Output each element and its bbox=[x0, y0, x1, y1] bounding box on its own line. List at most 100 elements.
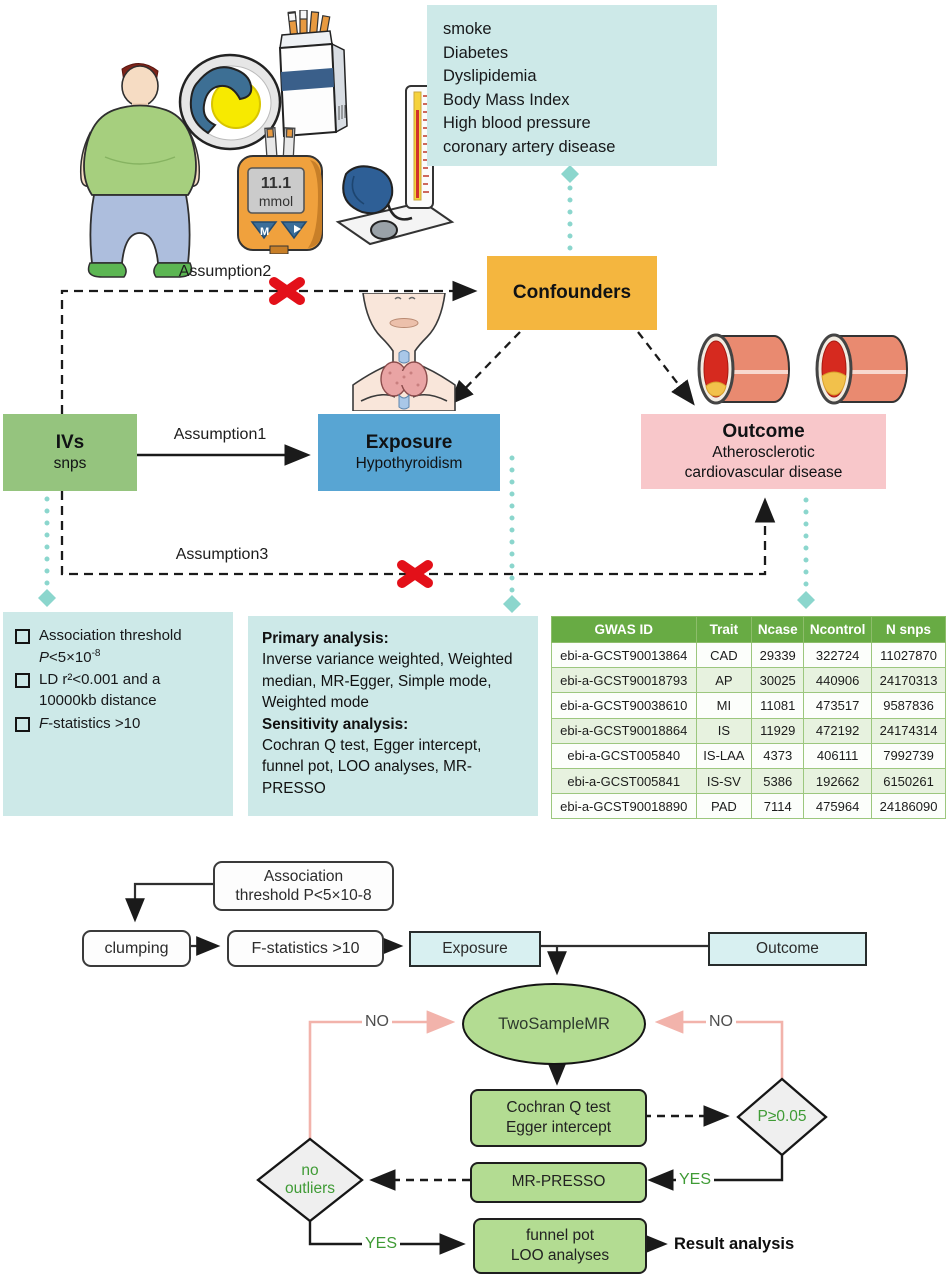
thyroid-neck-illustration bbox=[352, 293, 456, 411]
outliers-diamond-label: no outliers bbox=[262, 1160, 358, 1200]
cell-gwas-id: ebi-a-GCST90018793 bbox=[551, 667, 697, 694]
funnel-node: funnel pot LOO analyses bbox=[473, 1218, 647, 1274]
cell-nsnps: 24186090 bbox=[871, 793, 946, 820]
p-diamond-label: P≥0.05 bbox=[738, 1097, 826, 1137]
cell-ncontrol: 475964 bbox=[803, 793, 873, 820]
cell-trait: IS bbox=[695, 717, 753, 744]
yes-label-left: YES bbox=[362, 1232, 401, 1256]
cell-trait: IS-LAA bbox=[695, 742, 753, 769]
col-header-ncontrol: Ncontrol bbox=[803, 616, 873, 643]
cell-nsnps: 7992739 bbox=[871, 742, 946, 769]
diamond-cap-2 bbox=[38, 589, 56, 607]
cell-gwas-id: ebi-a-GCST005841 bbox=[551, 767, 697, 795]
cell-ncase: 30025 bbox=[751, 667, 805, 694]
glucometer-reading: 11.1 bbox=[261, 175, 291, 192]
cell-nsnps: 11027870 bbox=[871, 641, 946, 669]
funnel-line2: LOO analyses bbox=[510, 1247, 610, 1264]
arrow-confounders-to-outcome bbox=[637, 331, 695, 406]
mrpresso-label: MR-PRESSO bbox=[511, 1173, 606, 1191]
exposure-flow-node: Exposure bbox=[409, 931, 541, 967]
glucose-meter-illustration: 11.1 mmol M bbox=[237, 126, 323, 254]
confounders-node: Confounders bbox=[487, 256, 657, 330]
outcome-flow-node: Outcome bbox=[708, 932, 867, 966]
confounder-item: Diabetes bbox=[443, 43, 509, 62]
criteria-item-1: Association threshold P<5×10-8 bbox=[15, 626, 221, 668]
diamond-cap-3 bbox=[503, 595, 521, 613]
cell-trait: CAD bbox=[695, 641, 753, 669]
cell-nsnps: 24170313 bbox=[871, 667, 946, 694]
fstat-node: F-statistics >10 bbox=[227, 930, 384, 967]
cell-gwas-id: ebi-a-GCST90018864 bbox=[551, 717, 697, 744]
ivs-sub: snps bbox=[53, 454, 87, 472]
criteria-3-f: F bbox=[39, 714, 49, 732]
cell-nsnps: 9587836 bbox=[871, 692, 946, 719]
confounder-item: coronary artery disease bbox=[443, 137, 616, 156]
cochran-line1: Cochran Q test bbox=[506, 1098, 611, 1116]
no-label-right: NO bbox=[706, 1010, 736, 1034]
col-header-nsnps: N snps bbox=[871, 616, 946, 643]
pink-line-outliers-no bbox=[308, 1010, 456, 1139]
criteria-2-line2: 10000kb distance bbox=[39, 692, 157, 710]
cell-ncase: 11081 bbox=[751, 692, 805, 719]
assoc-line2: threshold P<5×10-8 bbox=[235, 887, 372, 904]
exposure-sub: Hypothyroidism bbox=[355, 454, 463, 472]
primary-analysis-label: Primary analysis: bbox=[262, 630, 389, 647]
confounder-item: High blood pressure bbox=[443, 114, 591, 133]
assoc-line1: Association bbox=[263, 867, 344, 885]
arrow-assoc-to-clumping bbox=[125, 882, 213, 923]
gwas-table: GWAS ID Trait Ncase Ncontrol N snps ebi-… bbox=[551, 616, 946, 820]
clumping-node: clumping bbox=[82, 930, 191, 967]
criteria-1-p: P bbox=[39, 648, 50, 666]
criteria-3-text: -statistics >10 bbox=[48, 714, 141, 732]
obese-person-illustration bbox=[79, 63, 201, 278]
iv-criteria-box: Association threshold P<5×10-8 LD r²<0.0… bbox=[3, 612, 233, 816]
cochran-line2: Egger intercept bbox=[505, 1119, 612, 1136]
p-threshold-text: P≥0.05 bbox=[757, 1108, 807, 1126]
assumption3-label: Assumption3 bbox=[175, 546, 269, 563]
criteria-2-line1: LD r²<0.001 and a bbox=[39, 671, 161, 689]
cell-ncontrol: 192662 bbox=[803, 767, 873, 795]
criteria-1-mid: <5×10 bbox=[49, 648, 92, 666]
analysis-methods-box: Primary analysis: Inverse variance weigh… bbox=[248, 616, 538, 816]
outliers-line1: no bbox=[301, 1162, 319, 1180]
confounder-item: Dyslipidemia bbox=[443, 67, 537, 86]
cell-gwas-id: ebi-a-GCST90018890 bbox=[551, 793, 697, 820]
cell-ncase: 29339 bbox=[751, 641, 805, 669]
cell-gwas-id: ebi-a-GCST90013864 bbox=[551, 641, 697, 669]
confounder-item: Body Mass Index bbox=[443, 90, 570, 109]
cell-nsnps: 24174314 bbox=[871, 717, 946, 744]
confounders-list-box: smoke Diabetes Dyslipidemia Body Mass In… bbox=[427, 5, 717, 166]
cell-trait: MI bbox=[695, 692, 753, 719]
yes-label-right: YES bbox=[676, 1168, 715, 1192]
twosamplemr-label: TwoSampleMR bbox=[498, 1014, 610, 1033]
blood-vessels-illustration bbox=[697, 333, 908, 405]
criteria-1-text: Association threshold bbox=[39, 627, 182, 644]
no-label-left: NO bbox=[362, 1010, 392, 1034]
criteria-item-3: F-statistics >10 bbox=[15, 714, 221, 735]
diamond-cap-1 bbox=[561, 165, 579, 183]
cell-ncase: 4373 bbox=[751, 742, 805, 769]
confounders-label: Confounders bbox=[512, 282, 632, 303]
clumping-label: clumping bbox=[104, 939, 169, 957]
criteria-item-2: LD r²<0.001 and a 10000kb distance bbox=[15, 670, 221, 711]
outcome-flow-label: Outcome bbox=[756, 940, 819, 957]
outcome-node: Outcome Atherosclerotic cardiovascular d… bbox=[641, 414, 886, 489]
cell-gwas-id: ebi-a-GCST90038610 bbox=[551, 692, 697, 719]
fried-egg-illustration bbox=[178, 53, 282, 151]
ivs-node: IVs snps bbox=[3, 414, 137, 491]
confounder-item: smoke bbox=[443, 20, 492, 38]
cell-ncontrol: 473517 bbox=[803, 692, 873, 719]
checkbox-icon bbox=[15, 716, 30, 732]
cell-ncase: 7114 bbox=[751, 793, 805, 820]
outcome-title: Outcome bbox=[722, 421, 805, 443]
cell-ncontrol: 472192 bbox=[803, 717, 873, 744]
glucometer-m-button: M bbox=[260, 226, 269, 238]
assumption1-label: Assumption1 bbox=[173, 426, 267, 443]
assoc-threshold-node: Association threshold P<5×10-8 bbox=[213, 861, 394, 911]
gwas-table-container: GWAS ID Trait Ncase Ncontrol N snps ebi-… bbox=[551, 616, 946, 820]
